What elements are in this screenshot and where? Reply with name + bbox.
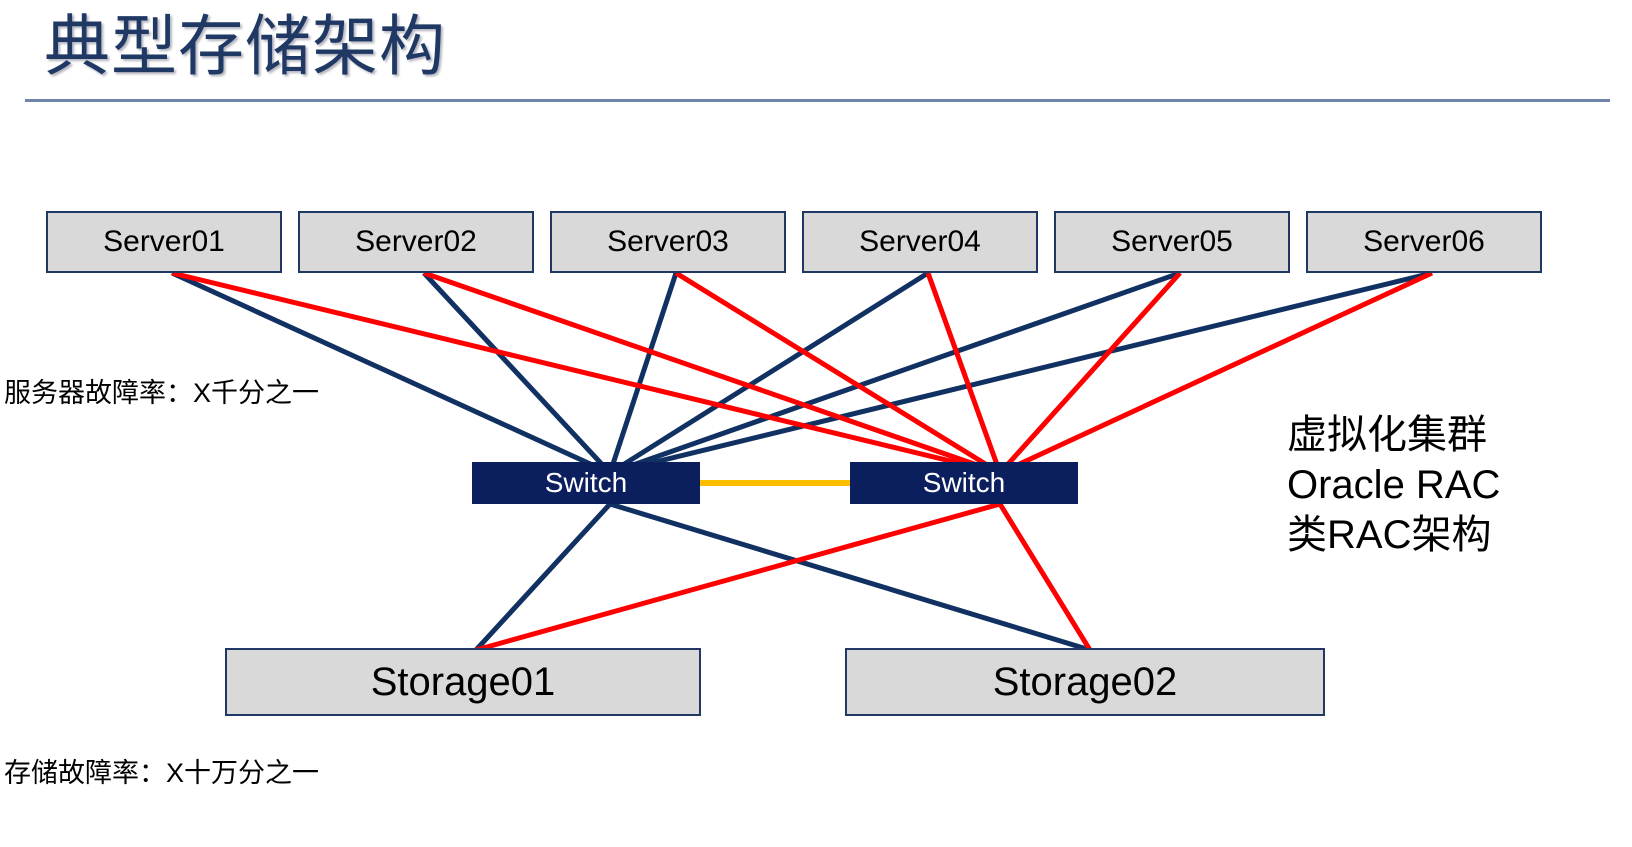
link-server06-to-switch-left: [609, 270, 1433, 476]
title-divider: [25, 99, 1610, 102]
cluster-note: 虚拟化集群 Oracle RAC 类RAC架构: [1287, 410, 1500, 560]
server-node-label: Server04: [859, 225, 981, 258]
link-server06-to-switch-right: [998, 270, 1434, 476]
cluster-note-line-3: 类RAC架构: [1287, 513, 1492, 557]
server-node-label: Server01: [103, 225, 225, 258]
server-failure-rate-note: 服务器故障率：X千分之一: [4, 378, 320, 408]
link-switch-l-to-storage01: [474, 502, 612, 652]
storage-node-2[interactable]: Storage02: [845, 648, 1325, 716]
switch-node-2[interactable]: Switch: [850, 462, 1078, 504]
server-node-label: Server05: [1111, 225, 1233, 258]
link-server03-to-switch-right: [674, 270, 1002, 476]
server-node-3[interactable]: Server03: [550, 211, 786, 273]
storage-failure-rate-note: 存储故障率：X十万分之一: [4, 758, 320, 788]
switch-node-label: Switch: [922, 467, 1006, 498]
link-server02-to-switch-right: [423, 270, 1001, 476]
switch-node-label: Switch: [544, 467, 628, 498]
cluster-note-line-2: Oracle RAC: [1287, 463, 1501, 507]
link-switch-r-to-storage01: [475, 501, 1001, 653]
link-server02-to-switch-left: [422, 271, 612, 475]
link-switch-l-to-storage02: [609, 501, 1091, 653]
link-server01-to-switch-left: [170, 270, 612, 476]
server-node-label: Server03: [607, 225, 729, 258]
storage-node-label: Storage01: [370, 659, 556, 704]
server-node-2[interactable]: Server02: [298, 211, 534, 273]
server-node-1[interactable]: Server01: [46, 211, 282, 273]
link-server04-to-switch-left: [608, 270, 930, 476]
storage-node-1[interactable]: Storage01: [225, 648, 701, 716]
storage-node-label: Storage02: [992, 659, 1178, 704]
link-server01-to-switch-right: [171, 270, 1001, 476]
server-node-label: Server02: [355, 225, 477, 258]
switch-node-1[interactable]: Switch: [472, 462, 700, 504]
server-node-4[interactable]: Server04: [802, 211, 1038, 273]
link-server04-to-switch-right: [925, 272, 1003, 474]
cluster-note-line-1: 虚拟化集群: [1287, 413, 1487, 457]
link-server03-to-switch-left: [607, 272, 679, 474]
server-node-5[interactable]: Server05: [1054, 211, 1290, 273]
link-server05-to-switch-left: [609, 270, 1181, 476]
server-node-6[interactable]: Server06: [1306, 211, 1542, 273]
link-switch-r-to-storage02: [997, 502, 1093, 652]
page-title: 典型存储架构: [44, 9, 446, 83]
server-node-label: Server06: [1363, 225, 1485, 258]
link-server05-to-switch-right: [998, 271, 1182, 475]
